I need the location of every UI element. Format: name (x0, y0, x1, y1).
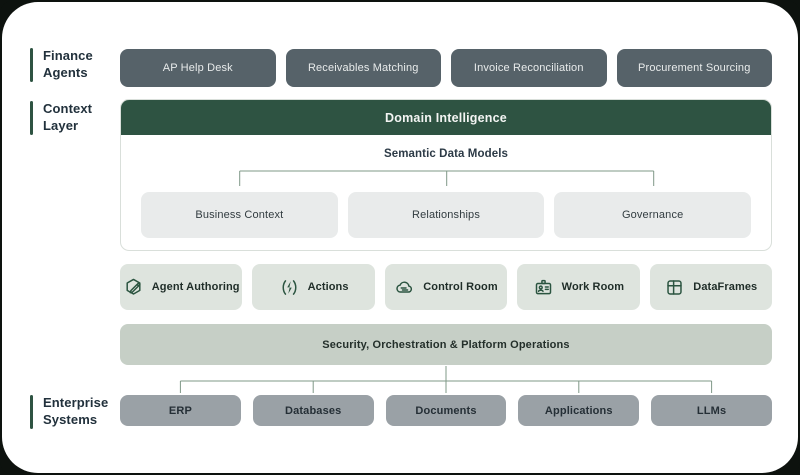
context-layer-panel: Domain Intelligence Semantic Data Models… (120, 99, 772, 251)
finance-agent-card-procurement-sourcing: Procurement Sourcing (616, 49, 772, 87)
card-label: LLMs (696, 404, 727, 417)
dataframes-icon (667, 279, 683, 295)
enterprise-card-erp: ERP (120, 395, 241, 426)
card-label: ERP (168, 404, 192, 417)
module-agent-authoring: Agent Authoring (120, 264, 243, 310)
module-label: Actions (307, 281, 349, 293)
card-label: Business Context (195, 209, 284, 221)
module-work-room: Work Room (517, 264, 640, 310)
module-label: Control Room (423, 281, 498, 293)
model-card-governance: Governance (554, 192, 751, 238)
section-label-context-layer: Context Layer (30, 101, 123, 135)
finance-agent-card-ap-help-desk: AP Help Desk (120, 49, 276, 87)
enterprise-card-databases: Databases (252, 395, 374, 426)
enterprise-card-applications: Applications (518, 395, 640, 426)
control-room-icon (396, 280, 413, 293)
enterprise-card-llms: LLMs (651, 395, 772, 426)
enterprise-systems-row: ERP Databases Documents Applications LLM… (120, 395, 772, 426)
finance-agent-card-invoice-reconciliation: Invoice Reconciliation (451, 49, 607, 87)
card-label: Databases (285, 404, 342, 417)
section-accent-bar (30, 101, 33, 135)
enterprise-bracket-connector (179, 366, 713, 393)
card-label: Receivables Matching (307, 62, 419, 74)
section-label-finance-agents: Finance Agents (30, 48, 123, 82)
module-dataframes: DataFrames (649, 264, 772, 310)
card-label: AP Help Desk (162, 62, 233, 74)
card-label: Applications (544, 404, 613, 417)
section-label-text: Context Layer (43, 101, 93, 133)
finance-agents-row: AP Help Desk Receivables Matching Invoic… (120, 49, 772, 87)
card-label: Invoice Reconciliation (473, 62, 584, 74)
enterprise-card-documents: Documents (385, 395, 507, 426)
section-label-text: Enterprise Systems (43, 395, 109, 427)
semantic-data-models-label: Semantic Data Models (383, 148, 509, 160)
model-card-business-context: Business Context (141, 192, 338, 238)
semantic-models-row: Business Context Relationships Governanc… (141, 192, 751, 238)
card-label: Relationships (411, 209, 480, 221)
agent-authoring-icon (126, 278, 141, 295)
module-label: Agent Authoring (151, 281, 240, 293)
semantic-models-bracket-connector (239, 170, 655, 186)
work-room-icon (535, 279, 551, 294)
section-accent-bar (30, 395, 33, 429)
security-orchestration-bar: Security, Orchestration & Platform Opera… (120, 324, 772, 365)
module-control-room: Control Room (384, 264, 508, 310)
module-label: Work Room (561, 281, 625, 293)
card-label: Procurement Sourcing (638, 62, 751, 74)
domain-intelligence-header: Domain Intelligence (121, 100, 771, 135)
model-card-relationships: Relationships (347, 192, 545, 238)
card-label: Governance (621, 209, 684, 221)
module-actions: Actions (252, 264, 375, 310)
section-accent-bar (30, 48, 33, 82)
section-label-text: Finance Agents (43, 48, 93, 80)
actions-icon (282, 279, 297, 295)
module-label: DataFrames (693, 281, 758, 293)
platform-modules-row: Agent Authoring Actions Control Room (120, 264, 772, 310)
card-label: Documents (415, 404, 477, 417)
section-label-enterprise-systems: Enterprise Systems (30, 395, 123, 429)
finance-agent-card-receivables-matching: Receivables Matching (285, 49, 441, 87)
